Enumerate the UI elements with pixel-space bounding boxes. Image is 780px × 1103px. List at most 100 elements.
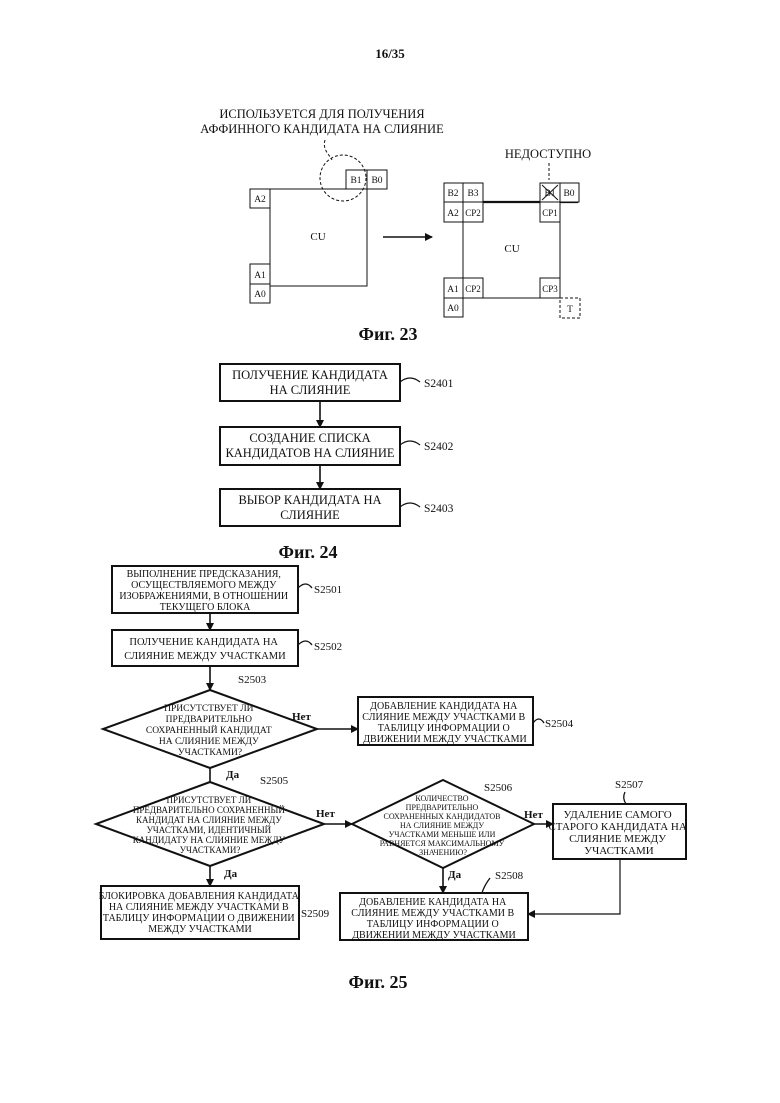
- fig25-s2506-line2: ПРЕДВАРИТЕЛЬНО: [406, 803, 479, 812]
- fig25-s2507-line1: УДАЛЕНИЕ САМОГО: [564, 809, 672, 821]
- fig25-s2503-line2: ПРЕДВАРИТЕЛЬНО: [166, 715, 252, 725]
- fig23-note-line2: АФФИННОГО КАНДИДАТА НА СЛИЯНИЕ: [200, 122, 444, 136]
- fig24-s2401-leader: [400, 378, 420, 382]
- fig25-s2501-line1: ВЫПОЛНЕНИЕ ПРЕДСКАЗАНИЯ,: [127, 569, 281, 580]
- fig25-s2503-no-label: Нет: [292, 711, 311, 723]
- fig23-caption: Фиг. 23: [359, 324, 418, 344]
- fig24-s2402-line1: СОЗДАНИЕ СПИСКА: [249, 431, 370, 445]
- fig24-s2401-label: S2401: [424, 378, 454, 390]
- fig25-s2502-line1: ПОЛУЧЕНИЕ КАНДИДАТА НА: [129, 637, 278, 648]
- fig25-s2507-label: S2507: [615, 779, 644, 791]
- fig25-s2503-line1: ПРИСУТСТВУЕТ ЛИ: [164, 704, 254, 714]
- fig23-note-line1: ИСПОЛЬЗУЕТСЯ ДЛЯ ПОЛУЧЕНИЯ: [219, 107, 424, 121]
- fig25-s2502-label: S2502: [314, 641, 342, 653]
- fig25-s2505-no-label: Нет: [316, 808, 335, 820]
- fig25-s2503-label: S2503: [238, 674, 267, 686]
- fig25-s2501-label: S2501: [314, 584, 342, 596]
- fig25-s2509-label: S2509: [301, 908, 330, 920]
- fig24-s2403-line2: СЛИЯНИЕ: [280, 508, 340, 522]
- fig23-left-cu-label: CU: [310, 231, 325, 243]
- fig25-s2507-leader: [624, 792, 626, 804]
- fig25-s2508-leader: [482, 878, 490, 893]
- fig25-s2508-line3: ТАБЛИЦУ ИНФОРМАЦИИ О: [367, 919, 499, 930]
- fig23-left-a0-label: A0: [254, 290, 266, 300]
- fig25-s2509-line2: НА СЛИЯНИЕ МЕЖДУ УЧАСТКАМИ В: [109, 902, 289, 913]
- page-number: 16/35: [375, 46, 405, 61]
- fig25-s2504-text: ДОБАВЛЕНИЕ КАНДИДАТА НА СЛИЯНИЕ МЕЖДУ УЧ…: [362, 701, 527, 745]
- fig23-diagram: ИСПОЛЬЗУЕТСЯ ДЛЯ ПОЛУЧЕНИЯ АФФИННОГО КАН…: [200, 107, 591, 344]
- fig25-s2503-line3: СОХРАНЕННЫЙ КАНДИДАТ: [146, 724, 272, 736]
- fig25-arrow-s2507-to-s2508: [528, 859, 620, 914]
- fig23-right-b1-label: B1: [544, 189, 555, 199]
- fig25-s2501-leader: [298, 584, 312, 588]
- fig25-s2506-line4: НА СЛИЯНИЕ МЕЖДУ: [400, 821, 484, 830]
- fig25-s2504-label: S2504: [545, 718, 574, 730]
- fig23-left-a1-label: A1: [254, 271, 266, 281]
- fig23-right-b2-label: B2: [447, 189, 458, 199]
- fig25-s2509-line1: БЛОКИРОВКА ДОБАВЛЕНИЯ КАНДИДАТА: [99, 891, 300, 902]
- fig25-s2509-line3: ТАБЛИЦУ ИНФОРМАЦИИ О ДВИЖЕНИИ: [103, 913, 295, 924]
- fig25-s2504-line1: ДОБАВЛЕНИЕ КАНДИДАТА НА: [370, 701, 518, 712]
- fig25-s2504-leader: [533, 719, 544, 723]
- fig25-s2501-line2: ОСУЩЕСТВЛЯЕМОГО МЕЖДУ: [131, 580, 277, 591]
- fig25-s2505-line5: КАНДИДАТУ НА СЛИЯНИЕ МЕЖДУ: [133, 835, 286, 845]
- fig25-s2504-line3: ТАБЛИЦУ ИНФОРМАЦИИ О: [378, 723, 510, 734]
- fig24-s2401-line1: ПОЛУЧЕНИЕ КАНДИДАТА: [232, 368, 388, 382]
- fig24-caption: Фиг. 24: [279, 542, 338, 562]
- fig25-s2506-line1: КОЛИЧЕСТВО: [415, 794, 468, 803]
- fig23-right-cp3-label: CP3: [542, 284, 558, 294]
- fig25-s2506-yes-label: Да: [448, 869, 462, 881]
- fig24-s2403-line1: ВЫБОР КАНДИДАТА НА: [238, 493, 381, 507]
- fig25-s2507-line3: СЛИЯНИЕ МЕЖДУ: [569, 833, 666, 845]
- fig23-right-cp1-label: CP1: [542, 208, 558, 218]
- fig24-s2402-line2: КАНДИДАТОВ НА СЛИЯНИЕ: [225, 446, 394, 460]
- fig25-s2508-line4: ДВИЖЕНИИ МЕЖДУ УЧАСТКАМИ: [352, 930, 516, 941]
- fig25-s2506-no-label: Нет: [524, 809, 543, 821]
- fig25-s2507-line4: УЧАСТКАМИ: [584, 845, 653, 857]
- fig25-s2501-line4: ТЕКУЩЕГО БЛОКА: [160, 602, 251, 613]
- fig23-right-a2-label: A2: [447, 209, 459, 219]
- fig24-flowchart: ПОЛУЧЕНИЕ КАНДИДАТА НА СЛИЯНИЕ S2401 СОЗ…: [220, 364, 454, 562]
- fig23-left-b0-label: B0: [371, 176, 382, 186]
- fig25-s2502-line2: СЛИЯНИЕ МЕЖДУ УЧАСТКАМИ: [124, 651, 286, 662]
- fig24-s2403-leader: [400, 503, 420, 507]
- fig25-s2509-line4: МЕЖДУ УЧАСТКАМИ: [148, 924, 252, 935]
- fig25-s2504-line2: СЛИЯНИЕ МЕЖДУ УЧАСТКАМИ В: [362, 712, 525, 723]
- fig25-s2502-leader: [298, 641, 312, 645]
- fig25-s2506-label: S2506: [484, 782, 513, 794]
- fig25-caption: Фиг. 25: [349, 972, 408, 992]
- fig25-s2505-line1: ПРИСУТСТВУЕТ ЛИ: [166, 795, 251, 805]
- fig25-s2507-line2: СТАРОГО КАНДИДАТА НА: [548, 821, 686, 833]
- fig25-s2504-line4: ДВИЖЕНИИ МЕЖДУ УЧАСТКАМИ: [363, 734, 527, 745]
- fig25-s2508-line2: СЛИЯНИЕ МЕЖДУ УЧАСТКАМИ В: [351, 908, 514, 919]
- fig25-s2505-line6: УЧАСТКАМИ?: [180, 845, 241, 855]
- fig23-right-b3-label: B3: [467, 189, 478, 199]
- fig25-s2505-yes-label: Да: [224, 868, 238, 880]
- fig25-s2506-line5: УЧАСТКАМИ МЕНЬШЕ ИЛИ: [389, 830, 496, 839]
- fig25-s2508-label: S2508: [495, 870, 524, 882]
- fig25-s2503-line5: УЧАСТКАМИ?: [178, 748, 242, 758]
- fig23-left-a2-label: A2: [254, 195, 266, 205]
- fig23-right-cp2-top-label: CP2: [465, 208, 481, 218]
- fig25-s2501-line3: ИЗОБРАЖЕНИЯМИ, В ОТНОШЕНИИ: [119, 591, 288, 602]
- fig24-s2402-label: S2402: [424, 441, 454, 453]
- fig23-unavailable-label: НЕДОСТУПНО: [505, 147, 591, 161]
- fig24-s2402-leader: [400, 441, 420, 445]
- fig23-right-b0-label: B0: [563, 189, 574, 199]
- fig23-right-cu-label: CU: [504, 243, 519, 255]
- fig23-note-pointer: [324, 140, 332, 160]
- fig23-right-a1-label: A1: [447, 285, 459, 295]
- fig23-right-t-label: T: [567, 305, 573, 315]
- fig25-s2506-line6: РАВНЯЕТСЯ МАКСИМАЛЬНОМУ: [380, 839, 505, 848]
- fig25-s2505-line4: УЧАСТКАМИ, ИДЕНТИЧНЫЙ: [147, 825, 272, 835]
- fig25-s2508-text: ДОБАВЛЕНИЕ КАНДИДАТА НА СЛИЯНИЕ МЕЖДУ УЧ…: [351, 897, 516, 941]
- fig25-s2503-line4: НА СЛИЯНИЕ МЕЖДУ: [159, 737, 259, 747]
- fig25-s2505-line3: КАНДИДАТ НА СЛИЯНИЕ МЕЖДУ: [136, 815, 282, 825]
- fig23-right-a0-label: A0: [447, 304, 459, 314]
- fig25-s2506-line3: СОХРАНЕННЫХ КАНДИДАТОВ: [384, 812, 501, 821]
- fig25-s2505-line2: ПРЕДВАРИТЕЛЬНО СОХРАНЕННЫЙ: [133, 805, 285, 815]
- fig24-s2403-label: S2403: [424, 503, 454, 515]
- fig24-s2401-line2: НА СЛИЯНИЕ: [270, 383, 351, 397]
- fig25-s2506-line7: ЗНАЧЕНИЮ?: [419, 848, 467, 857]
